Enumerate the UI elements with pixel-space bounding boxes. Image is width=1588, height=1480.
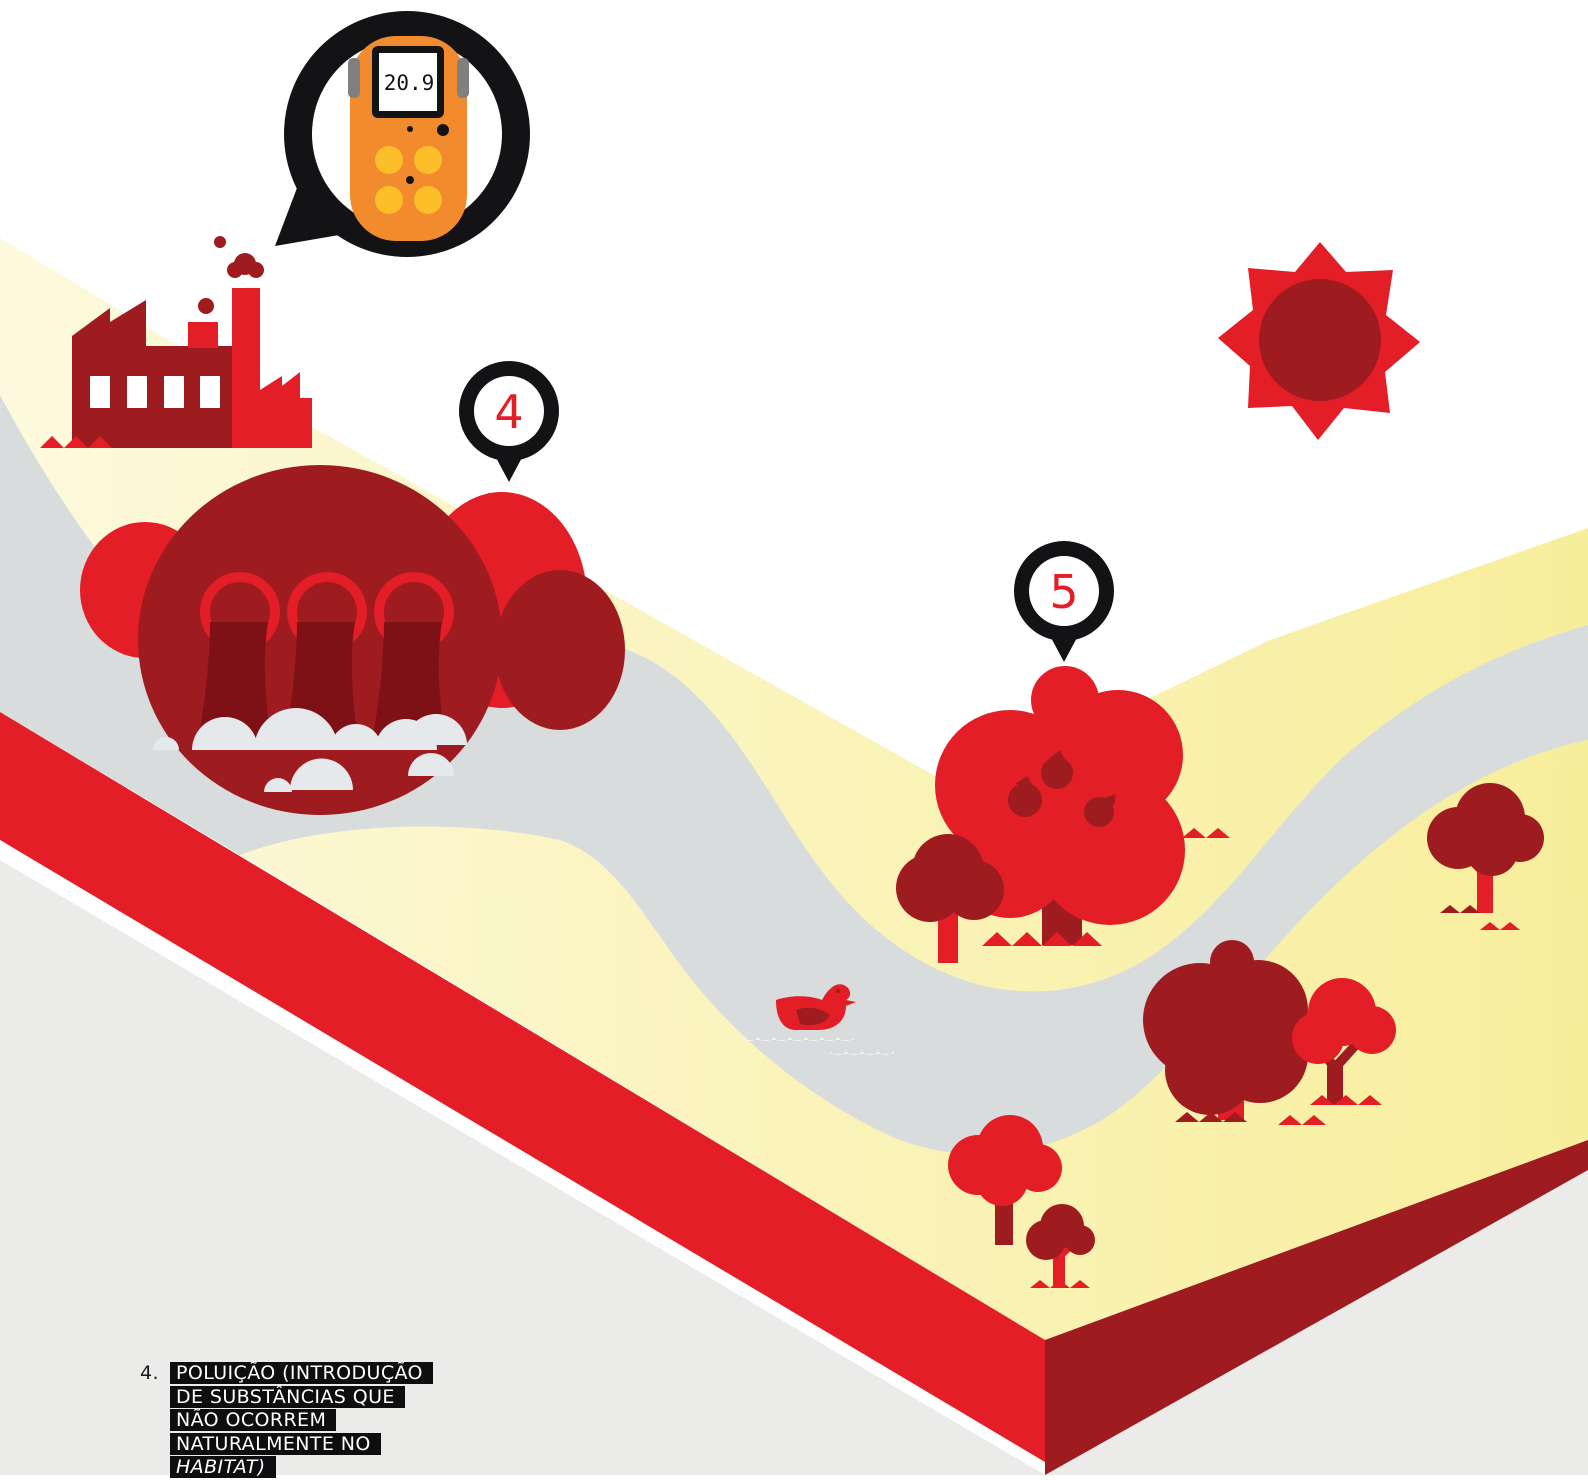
tree-icon (948, 1115, 1062, 1245)
marker-5-label: 5 (1049, 565, 1078, 619)
factory-icon (40, 236, 312, 448)
duck-icon (742, 984, 894, 1055)
slab-front-left (0, 712, 1045, 1475)
marker-4-label: 4 (494, 385, 523, 439)
caption-line: HABITAT) (170, 1456, 433, 1480)
slab-front-right (1045, 1140, 1588, 1475)
slab-edge-highlight (0, 840, 1045, 1475)
location-marker-4[interactable]: 4 (459, 361, 559, 482)
gas-detector-bubble: 20.9 (275, 11, 530, 257)
location-marker-5[interactable]: 5 (1014, 541, 1114, 662)
tree-icon (1143, 940, 1308, 1122)
caption-line: POLUIÇÃO (INTRODUÇÃO (170, 1362, 433, 1386)
caption-number: 4. (140, 1362, 159, 1384)
caption-text: POLUIÇÃO (INTRODUÇÃO DE SUBSTÂNCIAS QUE … (170, 1362, 433, 1480)
fruit-tree-icon (935, 666, 1230, 946)
tree-icon (1278, 978, 1396, 1125)
gas-detector-icon (348, 36, 469, 241)
river (240, 625, 1588, 1155)
tree-icon (1427, 783, 1544, 930)
tree-icon (896, 834, 1004, 963)
caption-line: DE SUBSTÂNCIAS QUE (170, 1385, 433, 1410)
sun-icon (1218, 242, 1420, 440)
caption-line: NATURALMENTE NO (170, 1432, 433, 1457)
tree-icon (1026, 1204, 1095, 1288)
caption-line: NÃO OCORREM (170, 1409, 433, 1433)
detector-reading: 20.9 (384, 71, 435, 95)
cooling-towers-icon (80, 465, 625, 815)
